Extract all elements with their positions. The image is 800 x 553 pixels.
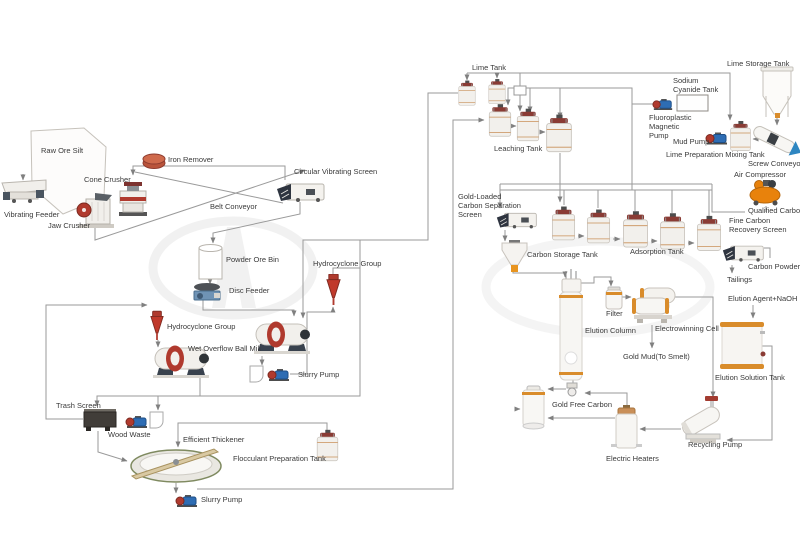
label-sodium-cyanide-tank: Sodium Cyanide Tank	[673, 76, 719, 94]
recycling-pump	[681, 396, 721, 443]
adsorption-tank-4	[660, 212, 685, 250]
electrowinning-cell	[632, 287, 676, 323]
slurry-pump-bottom	[175, 494, 198, 508]
ball-mill-right	[253, 321, 311, 355]
cone-crusher	[119, 182, 147, 216]
discharge-funnel-right	[249, 365, 264, 383]
lime-preparation-mixing-tank	[730, 121, 751, 151]
label-trash-screen: Trash Screen	[56, 401, 101, 410]
label-cone-crusher: Cone Crusher	[84, 175, 131, 184]
label-belt-conveyor: Belt Conveyor	[210, 202, 258, 211]
label-carbon-storage-tank: Carbon Storage Tank	[527, 250, 598, 259]
label-gold-mud: Gold Mud(To Smelt)	[623, 352, 690, 361]
disc-feeder	[193, 283, 221, 301]
adsorption-tank-5	[697, 215, 721, 251]
leaching-tank-1	[488, 104, 512, 137]
label-gold-free-carbon: Gold Free Carbon	[552, 400, 613, 409]
label-raw-ore-silt: Raw Ore Silt	[41, 146, 84, 155]
lime-storage-tank	[760, 66, 794, 118]
leaching-tank-3	[546, 114, 572, 153]
efficient-thickener	[130, 448, 222, 483]
hydrocyclone-right	[326, 274, 341, 306]
label-lime-tank: Lime Tank	[472, 63, 507, 72]
label-elution-column: Elution Column	[585, 326, 636, 335]
powder-ore-bin	[198, 244, 223, 280]
label-circular-vibrating-screen: Circular Vibrating Screen	[294, 167, 378, 176]
label-efficient-thickener: Efficient Thickener	[183, 435, 245, 444]
label-filter: Filter	[606, 309, 623, 318]
label-hydrocyclone-group-left: Hydrocyclone Group	[167, 322, 236, 331]
adsorption-tank-2	[586, 209, 611, 244]
elution-column	[559, 269, 583, 397]
label-fluoroplastic-magnetic-pump: Fluoroplastic Magnetic Pump	[649, 113, 692, 140]
label-elution-agent: Elution Agent+NaOH	[728, 294, 798, 303]
adsorption-tank-1	[551, 206, 576, 241]
label-hydrocyclone-group-right: Hydrocyclone Group	[313, 259, 382, 268]
label-fine-carbon-recovery-screen: Fine Carbon Recovery Screen	[729, 216, 787, 234]
label-gold-loaded-carbon-separation-screen: Gold-Loaded Carbon Separation Screen	[458, 192, 521, 219]
label-wood-waste: Wood Waste	[108, 430, 151, 439]
filter	[605, 286, 623, 310]
electric-heater	[611, 405, 642, 449]
fine-carbon-recovery-screen	[722, 245, 764, 263]
watermark-left	[148, 216, 318, 320]
screw-conveyor	[753, 126, 800, 156]
sodium-cyanide-tank	[676, 94, 709, 112]
label-recycling-pump: Recycling Pump	[688, 440, 743, 449]
label-carbon-powder: Carbon Powder	[748, 262, 800, 271]
slurry-pump-right	[267, 368, 290, 382]
label-tailings: Tailings	[727, 275, 753, 284]
leaching-tank-2	[516, 108, 540, 142]
gold-free-carbon-tank	[522, 385, 545, 430]
circular-vibrating-screen	[276, 183, 325, 203]
label-powder-ore-bin: Powder Ore Bin	[226, 255, 279, 264]
label-adsorption-tank: Adsorption Tank	[630, 247, 684, 256]
label-iron-remover: Iron Remover	[168, 155, 214, 164]
dosing-box	[513, 85, 527, 96]
label-leaching-tank: Leaching Tank	[494, 144, 543, 153]
label-electrowinning-cell: Electrowinning Cell	[655, 324, 719, 333]
vibrating-feeder	[1, 179, 47, 203]
label-slurry-pump-right: Slurry Pump	[298, 370, 340, 379]
label-lime-preparation-mixing-tank: Lime Preparation Mixing Tank	[666, 150, 765, 159]
hydrocyclone-left	[150, 310, 164, 341]
iron-remover	[142, 153, 166, 169]
label-jaw-crusher: Jaw Crusher	[48, 221, 91, 230]
adsorption-tank-3	[623, 210, 648, 248]
label-slurry-pump-bottom: Slurry Pump	[201, 495, 243, 504]
lime-tank-1	[458, 80, 476, 106]
label-wet-overflow-ball-mill: Wet Overflow Ball Mill	[188, 344, 261, 353]
label-screw-conveyor: Screw Conveyor	[748, 159, 800, 168]
label-electric-heaters: Electric Heaters	[606, 454, 659, 463]
fluoroplastic-magnetic-pump	[652, 98, 673, 111]
lime-tank-2	[488, 78, 506, 105]
slurry-pump-left	[125, 415, 148, 429]
elution-solution-tank	[720, 322, 766, 369]
label-elution-solution-tank: Elution Solution Tank	[715, 373, 785, 382]
discharge-funnel-left	[149, 411, 164, 429]
label-disc-feeder: Disc Feeder	[229, 286, 270, 295]
label-air-compressor: Air Compressor	[734, 170, 787, 179]
label-mud-pump: Mud Pump	[673, 137, 710, 146]
label-qualified-carbon: Qualified Carbon	[748, 206, 800, 215]
trash-screen	[83, 409, 117, 431]
air-compressor	[749, 180, 781, 206]
label-flocculant-preparation-tank: Flocculant Preparation Tank	[233, 454, 326, 463]
label-vibrating-feeder: Vibrating Feeder	[4, 210, 60, 219]
jaw-crusher	[76, 193, 114, 228]
label-lime-storage-tank: Lime Storage Tank	[727, 59, 790, 68]
carbon-storage-tank	[501, 240, 528, 272]
